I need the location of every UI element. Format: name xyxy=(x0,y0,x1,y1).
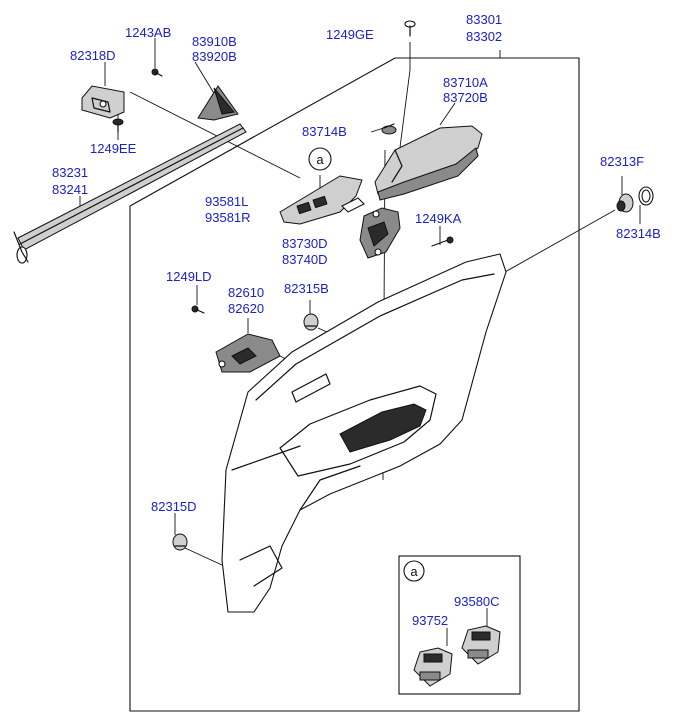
label-82610[interactable]: 82610 xyxy=(228,285,264,300)
clip-82315D[interactable] xyxy=(172,533,188,551)
clip-83714B[interactable] xyxy=(381,123,397,135)
label-93581L[interactable]: 93581L xyxy=(205,194,248,209)
label-93580C[interactable]: 93580C xyxy=(454,594,500,609)
label-83920B[interactable]: 83920B xyxy=(192,49,237,64)
label-83910B[interactable]: 83910B xyxy=(192,34,237,49)
label-1243AB[interactable]: 1243AB xyxy=(125,25,171,40)
label-83720B[interactable]: 83720B xyxy=(443,90,488,105)
label-1249LD[interactable]: 1249LD xyxy=(166,269,212,284)
clip-82318D[interactable] xyxy=(81,85,125,119)
ring-82314B[interactable] xyxy=(638,186,654,206)
weatherstrip-83231[interactable] xyxy=(13,123,247,264)
label-82620[interactable]: 82620 xyxy=(228,301,264,316)
label-82315B[interactable]: 82315B xyxy=(284,281,329,296)
switch-panel-93581L[interactable] xyxy=(279,175,365,225)
label-93752[interactable]: 93752 xyxy=(412,613,448,628)
grommet-82313F[interactable] xyxy=(616,193,634,213)
label-82318D[interactable]: 82318D xyxy=(70,48,116,63)
screw-1243AB[interactable] xyxy=(151,68,163,77)
armrest-83710A[interactable] xyxy=(374,125,483,201)
label-83730D[interactable]: 83730D xyxy=(282,236,328,251)
label-1249GE[interactable]: 1249GE xyxy=(326,27,374,42)
bolt-1249GE[interactable] xyxy=(404,20,416,37)
leader-lines xyxy=(79,38,641,566)
grip-handle-83730D[interactable] xyxy=(359,207,401,259)
label-83241[interactable]: 83241 xyxy=(52,182,88,197)
label-83740D[interactable]: 83740D xyxy=(282,252,328,267)
delta-cover-83910B[interactable] xyxy=(197,85,239,121)
label-83302[interactable]: 83302 xyxy=(466,29,502,44)
label-82313F[interactable]: 82313F xyxy=(600,154,644,169)
label-83301[interactable]: 83301 xyxy=(466,12,502,27)
screw-1249EE[interactable] xyxy=(112,118,124,133)
inset-detail-a: a xyxy=(398,555,521,695)
callout-a[interactable]: a xyxy=(308,147,332,171)
screw-1249LD[interactable] xyxy=(191,305,205,314)
label-82314B[interactable]: 82314B xyxy=(616,226,661,241)
callout-a-letter: a xyxy=(316,152,324,167)
switch-93752[interactable] xyxy=(413,647,453,687)
label-1249KA[interactable]: 1249KA xyxy=(415,211,462,226)
label-1249EE[interactable]: 1249EE xyxy=(90,141,137,156)
part-labels: 83301 83302 1249GE 1243AB 83910B 83920B … xyxy=(52,12,661,628)
switch-93580C[interactable] xyxy=(461,625,501,665)
label-93581R[interactable]: 93581R xyxy=(205,210,251,225)
clip-82315B[interactable] xyxy=(303,313,319,331)
label-83714B[interactable]: 83714B xyxy=(302,124,347,139)
screw-1249KA[interactable] xyxy=(431,236,454,247)
label-82315D[interactable]: 82315D xyxy=(151,499,197,514)
inset-a-letter: a xyxy=(410,564,418,579)
inside-handle-82610[interactable] xyxy=(215,333,281,373)
door-trim-panel[interactable] xyxy=(221,253,507,613)
label-83231[interactable]: 83231 xyxy=(52,165,88,180)
assembly-frame xyxy=(129,50,580,712)
label-83710A[interactable]: 83710A xyxy=(443,75,488,90)
